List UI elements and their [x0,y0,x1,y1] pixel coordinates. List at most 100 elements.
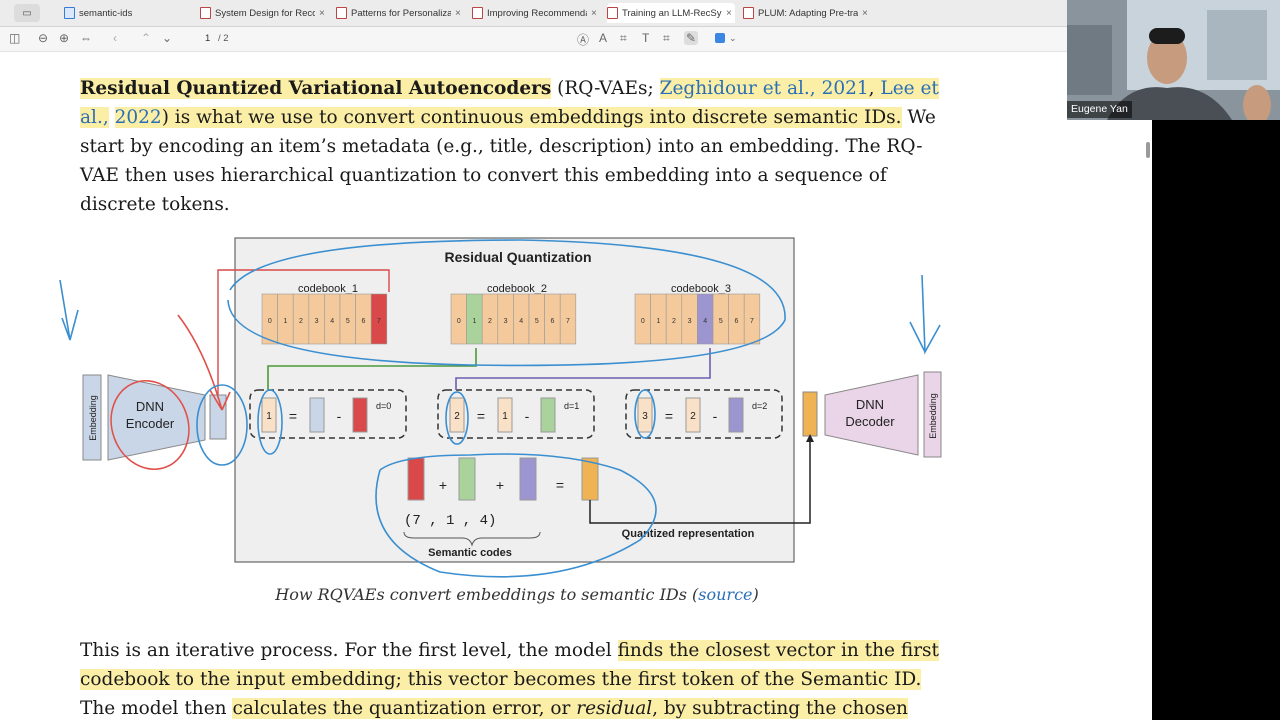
paragraph-iterative: This is an iterative process. For the fi… [80,636,960,720]
tab-label: System Design for Reco [215,7,315,19]
page-total: / 2 [218,33,229,44]
codebook-index: 1 [656,318,660,325]
residual-index: 1 [266,411,272,422]
pdf-icon [743,7,754,19]
tab-item[interactable]: PLUM: Adapting Pre-trai × [743,3,869,23]
equals-sign: = [289,408,297,424]
codebook-index: 0 [457,318,461,325]
crop-icon[interactable]: ⌗ [663,31,670,45]
tab-label: semantic-ids [79,7,133,19]
depth-label: d=2 [752,401,767,411]
residual-vector [637,397,653,433]
equals-sign: = [556,477,564,493]
text-style-icon[interactable]: Ⓐ [577,33,590,47]
residual-box [625,389,783,439]
highlight-text: ) is what we use to convert continuous e… [161,107,902,128]
close-tab-icon[interactable]: × [591,7,597,19]
annotation-stroke [59,279,79,341]
codebook-index: 5 [719,318,723,325]
zoom-out-icon[interactable]: ⊖ [38,31,49,45]
color-picker-swatch[interactable] [715,33,725,43]
link-lee-b[interactable]: 2022 [114,107,162,128]
tab-label: Training an LLM-RecSys [622,7,722,19]
codebook-index: 5 [535,318,539,325]
text-color-icon[interactable]: A [599,31,608,45]
codebook-index: 7 [566,318,570,325]
decoder-label: DNN [856,397,884,412]
paragraph-rqvae: Residual Quantized Variational Autoencod… [80,74,960,219]
residual-index: 3 [642,411,648,422]
tab-item[interactable]: Training an LLM-RecSys × [607,3,735,23]
codebook-index: 0 [641,318,645,325]
tab-item[interactable]: System Design for Reco × [200,3,326,23]
figure-title: Residual Quantization [444,249,591,265]
codeword-vector [458,457,476,501]
tab-item[interactable]: semantic-ids [64,3,189,23]
residual-box [249,389,407,439]
source-link[interactable]: source [698,585,753,604]
quantized-vector [581,457,599,501]
annotation-stroke [196,384,248,466]
page-down-icon[interactable]: ⌄ [162,31,173,45]
minus-sign: - [525,408,530,424]
tab-item[interactable]: Improving Recommenda× [472,3,598,23]
codebook-index: 6 [361,318,365,325]
sidebar-panel-icon[interactable]: ◫ [9,31,21,45]
participant-name: Eugene Yan [1067,101,1132,118]
embedding-label: Embedding [88,395,98,441]
tab-bar: ▭ [0,0,1067,27]
pdf-icon [336,7,347,19]
text: (RQ-VAEs; [551,78,660,99]
connector-line [267,348,477,390]
brace [403,531,541,547]
codebook-index: 5 [346,318,350,325]
text-box-icon[interactable]: T [642,31,650,45]
codebook-label: codebook_3 [671,283,731,295]
page-up-icon[interactable]: ⌃ [141,31,152,45]
codeword-vector [728,397,744,433]
close-tab-icon[interactable]: × [726,7,732,19]
codebook-index: 1 [472,318,476,325]
markup-icon[interactable]: ✎ [684,31,699,45]
semantic-codes-label: Semantic codes [428,547,512,559]
codebook-label: codebook_1 [298,283,358,295]
input-embedding [82,374,102,461]
close-tab-icon[interactable]: × [319,7,325,19]
tab-item[interactable]: Patterns for Personaliza × [336,3,462,23]
encoder-label: DNN [136,399,164,414]
minus-sign: - [337,408,342,424]
residual-box [437,389,595,439]
codeword-vector [519,457,537,501]
close-tab-icon[interactable]: × [862,7,868,19]
color-chevron-icon[interactable]: ⌄ [729,33,737,43]
codebook-index: 3 [504,318,508,325]
zoom-in-icon[interactable]: ⊕ [59,31,70,45]
depth-label: d=1 [564,401,579,411]
tab-label: PLUM: Adapting Pre-trai [758,7,858,19]
sidebar-toggle-button[interactable]: ▭ [14,4,40,22]
body-text: This is an iterative process. For the fi… [80,640,618,661]
annotation-stroke [634,389,656,439]
codebook-cell [370,293,388,345]
residual-vector [261,397,277,433]
close-tab-icon[interactable]: × [455,7,461,19]
residual-vector [497,397,513,433]
codebook-index: 7 [750,318,754,325]
quantized-label: Quantized representation [622,528,755,540]
scrollbar-thumb[interactable] [1146,142,1150,158]
codebook-index: 2 [672,318,676,325]
caption-text: How RQVAEs convert embeddings to semanti… [275,585,699,604]
plus-sign: + [496,477,504,493]
link-zeghidour[interactable]: Zeghidour et al., 2021 [659,78,869,99]
tab-label: Patterns for Personaliza [351,7,451,19]
page-number-input[interactable]: 1 [205,33,211,44]
codebook-cell [743,293,761,345]
note-icon[interactable]: ⌗ [620,31,627,45]
back-icon[interactable]: ‹ [113,31,117,45]
annotation-stroke [257,389,283,455]
fit-width-icon[interactable]: ⇔ [80,31,92,45]
video-overlay [1067,0,1280,120]
encoder-shape [107,374,206,461]
residual-index: 2 [454,411,460,422]
